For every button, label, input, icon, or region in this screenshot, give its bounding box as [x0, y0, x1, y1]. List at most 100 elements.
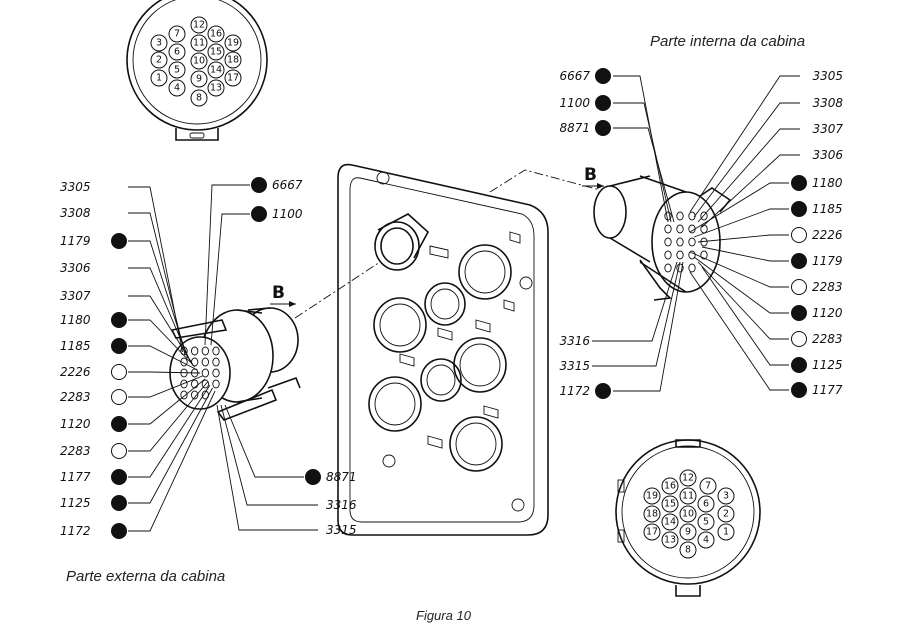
top-pin-number: 9: [196, 74, 202, 85]
right-leader-line: [592, 261, 681, 367]
right-label-3308: 3308: [812, 96, 843, 110]
right-leader-line: [689, 271, 789, 391]
right-left-label-8871: 8871: [559, 121, 590, 135]
left-top-marker-6667: [251, 177, 267, 193]
left-pin-hole: [212, 346, 220, 356]
left-pin-hole: [201, 346, 209, 356]
left-label-1180: 1180: [60, 313, 91, 327]
bottom-pin-circle: [661, 531, 679, 549]
top-pin-number: 14: [210, 65, 222, 76]
right-label-3307: 3307: [812, 122, 843, 136]
left-bottom-label-3315: 3315: [326, 523, 357, 537]
bottom-pin-number: 10: [682, 509, 694, 520]
left-bottom-label-3316: 3316: [326, 498, 357, 512]
bottom-pin-number: 4: [703, 535, 709, 546]
left-top-label-6667: 6667: [272, 178, 303, 192]
bottom-pin-circle: [679, 523, 697, 541]
top-pin-circle: [224, 51, 242, 69]
left-pin-hole: [191, 346, 199, 356]
left-leader-line: [128, 295, 193, 365]
left-marker-1120: [111, 416, 127, 432]
right-leader-line: [697, 234, 789, 243]
bottom-pin-number: 19: [646, 491, 658, 502]
bottom-pin-number: 16: [664, 481, 676, 492]
top-pin-circle: [168, 61, 186, 79]
left-label-2283: 2283: [60, 444, 91, 458]
top-pin-number: 3: [156, 38, 162, 49]
right-marker-1177: [791, 382, 807, 398]
left-marker-1172: [111, 523, 127, 539]
right-leader-line: [613, 75, 669, 223]
right-leader-line: [701, 154, 800, 228]
right-left-marker-6667: [595, 68, 611, 84]
top-pin-circle: [190, 70, 208, 88]
top-pin-circle: [224, 34, 242, 52]
left-pin-hole: [212, 357, 220, 367]
left-label-3307: 3307: [60, 289, 91, 303]
right-leader-line: [613, 127, 675, 223]
right-leader-line: [689, 75, 800, 213]
bottom-pin-number: 3: [723, 491, 729, 502]
bottom-pin-circle: [679, 541, 697, 559]
left-leader-line: [204, 184, 250, 346]
left-leader-line: [128, 381, 208, 452]
left-pin-hole: [180, 379, 188, 389]
bottom-pin-number: 2: [723, 509, 729, 520]
right-marker-2283: [791, 331, 807, 347]
left-marker-2283: [111, 443, 127, 459]
right-label-3305: 3305: [812, 69, 843, 83]
bottom-pin-number: 17: [646, 527, 658, 538]
left-marker-2226: [111, 364, 127, 380]
right-leader-line: [697, 128, 800, 223]
top-pin-number: 5: [174, 65, 180, 76]
right-label-1185: 1185: [812, 202, 843, 216]
top-pin-number: 6: [174, 47, 180, 58]
left-marker-1180: [111, 312, 127, 328]
left-label-3305: 3305: [60, 180, 91, 194]
top-pin-circle: [190, 52, 208, 70]
left-label-3306: 3306: [60, 261, 91, 275]
left-marker-1177: [111, 469, 127, 485]
left-label-2226: 2226: [60, 365, 91, 379]
right-pin-hole: [664, 250, 672, 260]
top-pin-circle: [224, 69, 242, 87]
right-label-3306: 3306: [812, 148, 843, 162]
left-leader-line: [216, 404, 318, 531]
bottom-pin-number: 18: [646, 509, 658, 520]
figure-caption: Figura 10: [416, 608, 471, 623]
left-leader-line: [220, 404, 318, 506]
bottom-pin-circle: [697, 495, 715, 513]
left-label-1177: 1177: [60, 470, 91, 484]
right-pin-hole: [700, 211, 708, 221]
top-pin-circle: [168, 43, 186, 61]
right-label-1120: 1120: [812, 306, 843, 320]
top-pin-circle: [207, 61, 225, 79]
left-labels: 3305330811793306330711801185222622831120…: [60, 177, 357, 539]
right-marker-1185: [791, 201, 807, 217]
left-leader-line: [128, 345, 198, 371]
left-leader-line: [128, 375, 203, 398]
left-leader-line: [128, 371, 201, 374]
left-leader-line: [128, 390, 216, 532]
right-left-label-1100: 1100: [559, 96, 590, 110]
right-left-marker-1100: [595, 95, 611, 111]
right-label-1179: 1179: [812, 254, 843, 268]
left-pin-hole: [191, 390, 199, 400]
bottom-pin-number: 12: [682, 473, 694, 484]
right-label-2283: 2283: [812, 332, 843, 346]
bottom-pin-number: 14: [664, 517, 676, 528]
bottom-pin-circle: [697, 513, 715, 531]
left-leader-line: [128, 186, 183, 353]
bottom-pin-circle: [661, 513, 679, 531]
top-pin-number: 16: [210, 29, 222, 40]
right-marker-1125: [791, 357, 807, 373]
caption-outside: Parte externa da cabina: [66, 568, 226, 585]
right-leader-line: [689, 251, 789, 288]
right-leader-line: [689, 182, 789, 233]
left-leader-line: [224, 404, 304, 478]
left-pin-hole: [212, 379, 220, 389]
right-leader-line: [701, 266, 789, 366]
right-label-1180: 1180: [812, 176, 843, 190]
